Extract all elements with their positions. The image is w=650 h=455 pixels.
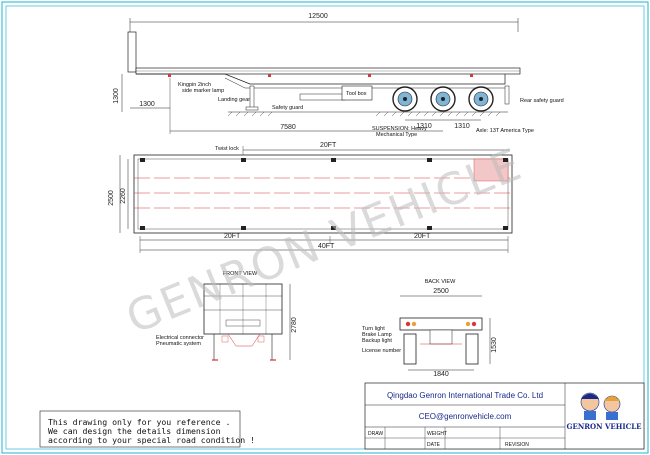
tool-box [341, 85, 373, 101]
front-view: FRONT VIEW 2780 Electrical connector Pne… [156, 271, 298, 361]
title-weight: WEIGHT [427, 431, 447, 437]
label-landing-gear: Landing gear [218, 97, 250, 103]
label-pneumatic: Pneumatic system [156, 341, 201, 347]
dim-back-width-top: 2500 [433, 288, 449, 295]
dim-back-height: 1530 [491, 337, 498, 353]
label-suspension: SUSPENSION: Heavy [372, 126, 427, 132]
front-view-title: FRONT VIEW [223, 271, 258, 277]
dim-kingpin-axle: 7580 [280, 124, 296, 131]
label-brake-lamp: Brake Lamp [362, 332, 392, 338]
label-axle: Axle: 13T America Type [476, 128, 534, 134]
label-kingpin: Kingpin 2inch [178, 82, 211, 88]
back-view-title: BACK VIEW [425, 279, 456, 285]
dim-axle-spacing-2: 1310 [454, 123, 470, 130]
label-side-marker: side marker lamp [182, 88, 224, 94]
dim-top-20ft: 20FT [320, 142, 337, 149]
note-line-1: This drawing only for you reference . [48, 417, 230, 427]
label-mechanical: Mechanical Type [376, 132, 417, 138]
dim-overall-length: 12500 [308, 13, 328, 20]
note-box [39, 410, 241, 448]
dim-axle-spacing-1: 1310 [416, 123, 432, 130]
label-rear-guard: Rear safety guard [520, 98, 564, 104]
side-wheels [392, 86, 494, 112]
label-turn-light: Turn light [362, 326, 385, 332]
label-tool-box: Tool box [346, 91, 367, 97]
title-block: Qingdao Genron International Trade Co. L… [364, 382, 645, 450]
genron-logo: GENRON VEHICLE [567, 392, 642, 431]
top-deck [133, 154, 513, 234]
dim-back-width-bottom: 1840 [433, 371, 449, 378]
label-safety-guard: Safety guard [272, 105, 303, 111]
dim-front-height: 2780 [291, 317, 298, 333]
dim-height-left: 1300 [113, 88, 120, 104]
headboard [127, 31, 137, 73]
dim-bottom-20ft-right: 20FT [414, 233, 431, 240]
title-company: Qingdao Genron International Trade Co. L… [387, 391, 543, 400]
safety-guard [299, 93, 346, 101]
title-date: DATE [427, 442, 441, 448]
note-line-2: We can design the details dimension [48, 426, 221, 436]
title-draw: DRAW [368, 431, 383, 437]
label-twist-lock: Twist lock [215, 146, 239, 152]
title-revision: REVISION [505, 442, 529, 448]
dim-front-overhang: 1300 [139, 101, 155, 108]
label-license: License number [362, 348, 401, 354]
label-backup-light: Backup light [362, 338, 392, 344]
back-view: BACK VIEW 2500 1530 1840 Turn light Brak… [362, 279, 498, 378]
note-line-3: according to your special road condition… [48, 435, 255, 445]
label-electrical: Electrical connector [156, 335, 204, 341]
title-email: CEO@genronvehicle.com [419, 412, 512, 421]
dim-width-outer: 2500 [108, 190, 115, 206]
dim-bottom-20ft-left: 20FT [224, 233, 241, 240]
landing-gear [249, 85, 255, 109]
logo-text: GENRON VEHICLE [567, 422, 642, 431]
sheet-border-inner [5, 5, 645, 450]
dim-total-40ft: 40FT [318, 243, 335, 250]
top-view: Twist lock 20FT 2500 2260 20FT [108, 142, 513, 253]
dim-width-inner: 2260 [120, 188, 127, 204]
side-view: 12500 [113, 13, 564, 138]
